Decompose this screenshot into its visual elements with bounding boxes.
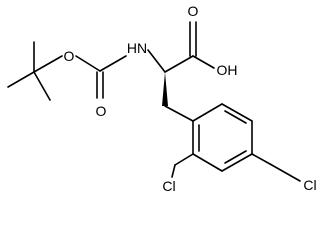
bond-chlorine-ortho-extension — [171, 164, 176, 178]
atom-oxygen-carbonyl-boc: O — [96, 103, 107, 119]
atom-chlorine-para: Cl — [303, 177, 316, 193]
ring-bond-2 — [221, 103, 253, 122]
wedge-bond-stereocenter — [162, 72, 168, 106]
atom-nitrogen-nh: HN — [127, 40, 147, 56]
bond-tbu-methyl-bottom — [33, 71, 51, 101]
tert-butyl-group — [7, 41, 63, 101]
bond-tbu-methyl-left — [7, 71, 35, 88]
ring-bond-5 — [192, 153, 223, 172]
boc-carbamate-group — [75, 55, 127, 99]
amino-acid-backbone — [147, 21, 215, 122]
bond-carbonyl-to-nitrogen — [99, 55, 127, 72]
dichlorophenyl-ring — [174, 103, 271, 172]
atom-labels: O HN O O OH Cl Cl — [64, 3, 317, 194]
bond-oxygen-to-carbonyl — [75, 55, 101, 72]
bond-beta-to-ring — [164, 105, 194, 122]
atom-hydroxyl: OH — [217, 62, 238, 78]
ring-bond-4 — [221, 153, 253, 172]
bond-ring-to-chlorine-ortho — [174, 153, 194, 166]
atom-oxygen-ester: O — [64, 48, 75, 64]
bond-alpha-to-acid-carbon — [164, 55, 194, 73]
bond-acid-to-hydroxyl — [192, 55, 215, 69]
atom-oxygen-carbonyl-acid: O — [188, 3, 199, 19]
chlorine-bond-extensions — [171, 163, 301, 182]
ring-inner-double-2 — [224, 150, 247, 164]
bond-nitrogen-to-alpha-carbon — [147, 49, 166, 73]
bond-tbu-to-oxygen — [33, 55, 63, 73]
bond-ring-to-chlorine-para — [251, 153, 271, 165]
ring-inner-double-1 — [224, 110, 247, 124]
atom-chlorine-ortho: Cl — [162, 178, 175, 194]
ring-bond-1 — [192, 103, 223, 122]
chemical-structure-diagram: O HN O O OH Cl Cl — [7, 3, 317, 194]
bond-chlorine-para-extension — [269, 163, 301, 182]
